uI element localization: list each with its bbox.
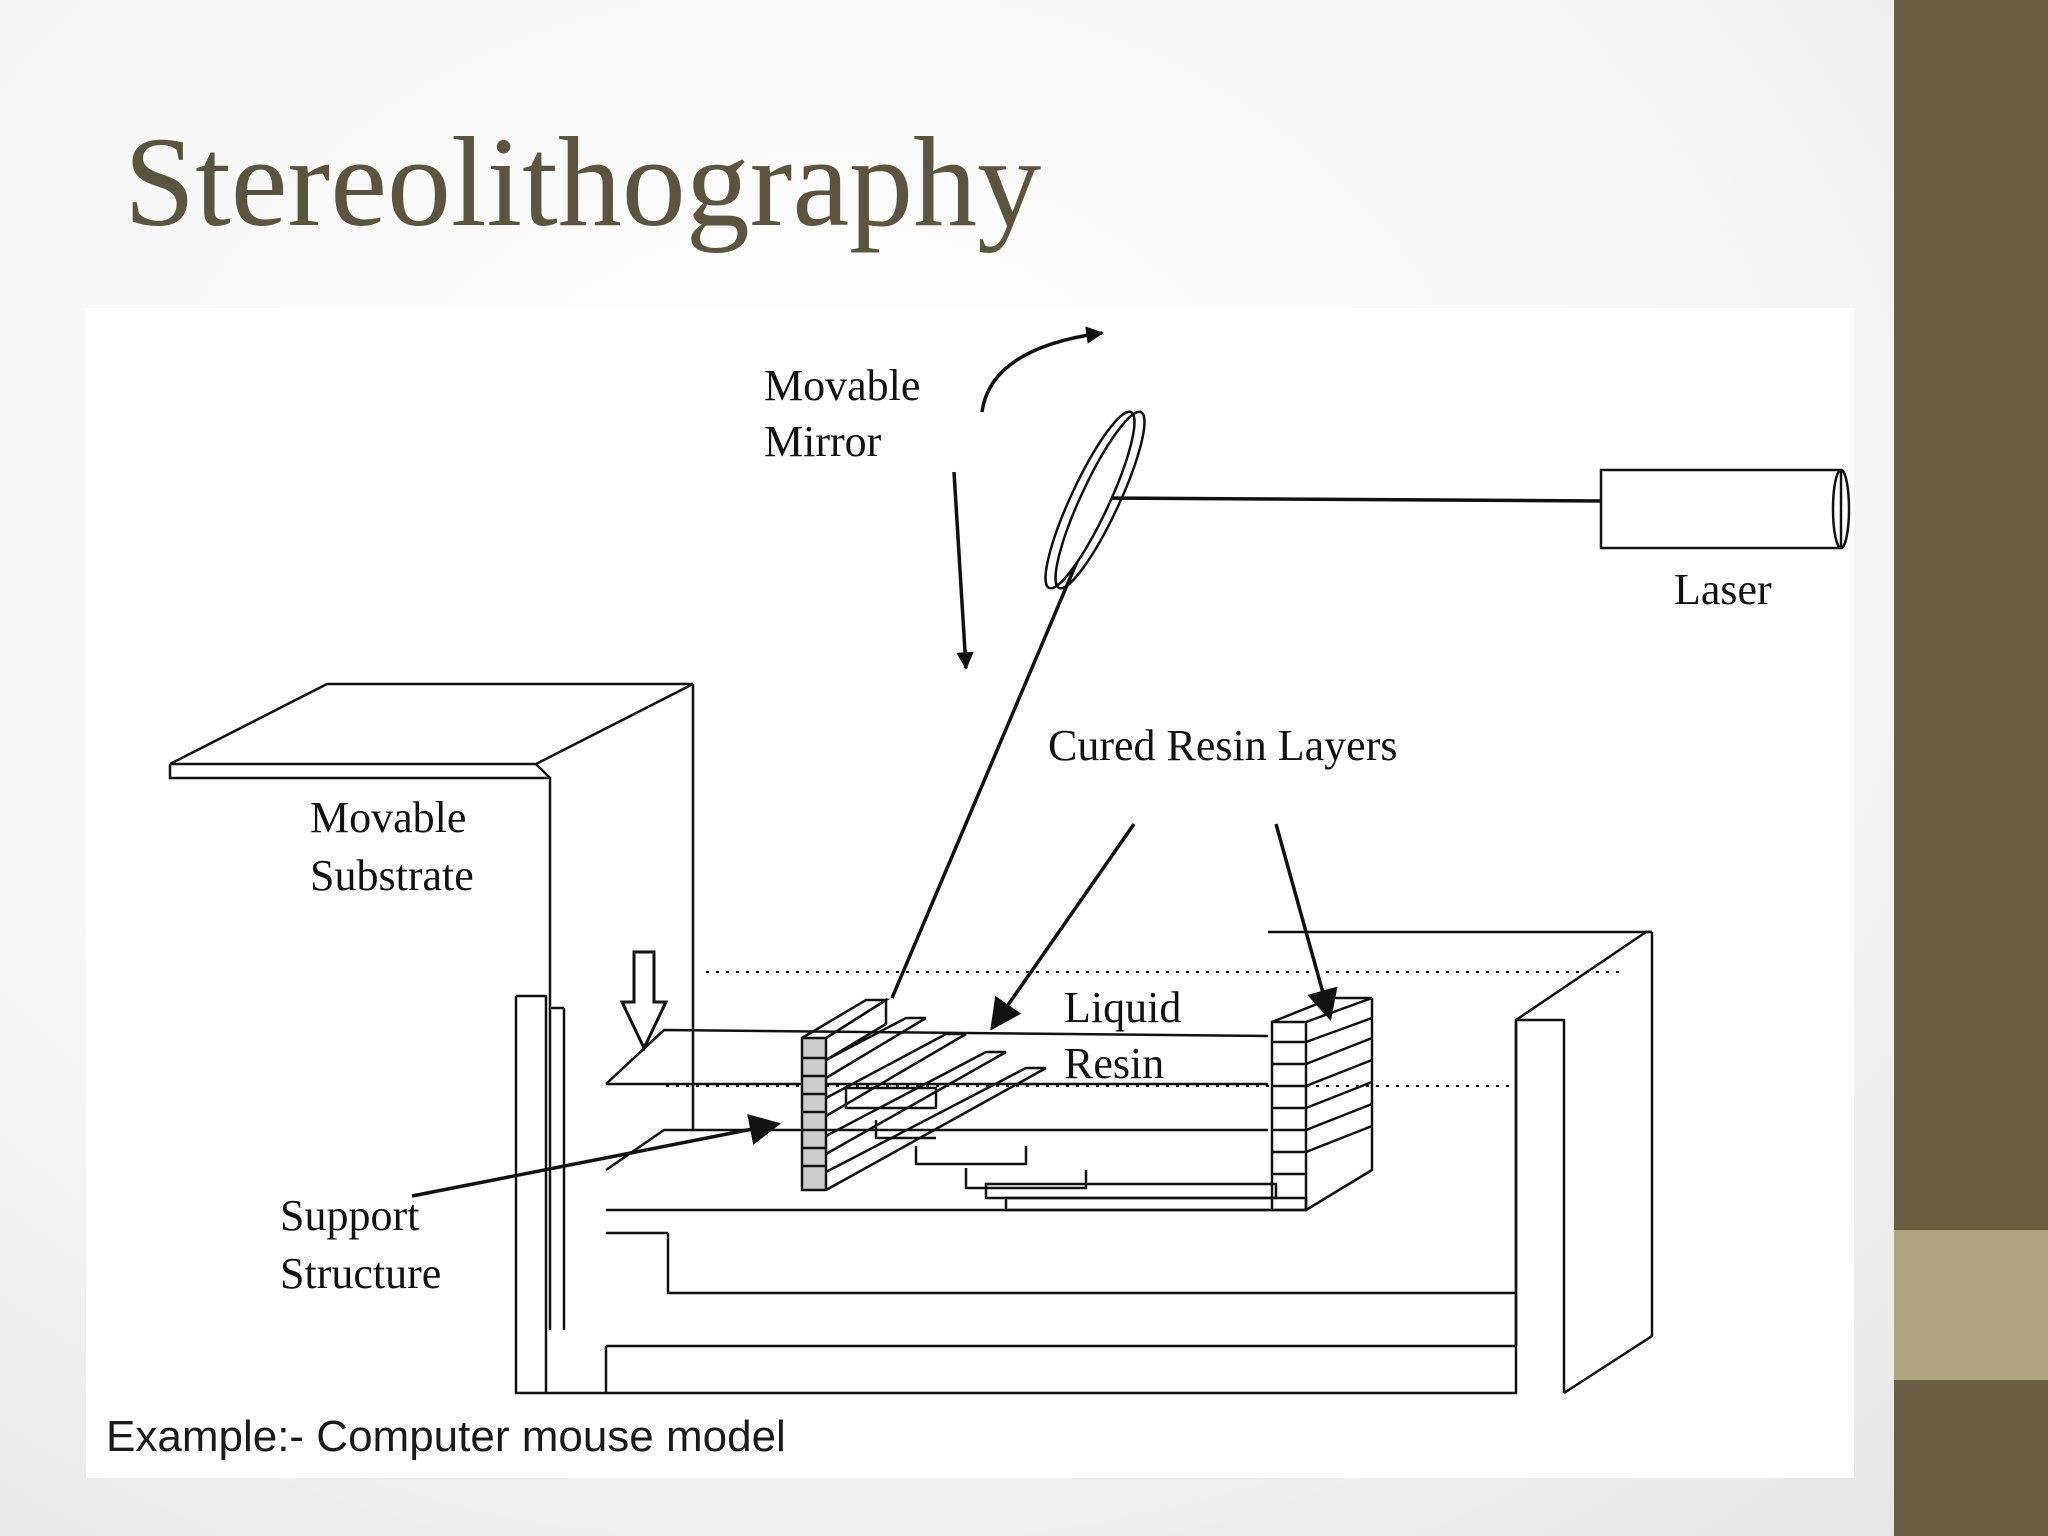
- right-part-layers: [1270, 996, 1374, 1212]
- label-mirror-line2: Mirror: [764, 417, 882, 466]
- slide-title: Stereolithography: [124, 111, 1042, 253]
- label-liquid-line2: Resin: [1064, 1039, 1164, 1088]
- diagram-figure: Movable Mirror Laser Cured Resin Layers …: [86, 308, 1854, 1478]
- label-liquid-line1: Liquid: [1064, 983, 1181, 1032]
- left-part-layers: [800, 997, 1088, 1192]
- cured-arrow-right: [1274, 823, 1338, 1022]
- substrate-platform: [168, 682, 1269, 1330]
- label-mirror-line1: Movable: [764, 361, 920, 410]
- down-arrow-icon: [619, 950, 669, 1052]
- mirror-rotate-arrow: [980, 326, 1104, 413]
- label-cured-resin: Cured Resin Layers: [1048, 721, 1397, 770]
- sidebar-accent-block: [1894, 1230, 2048, 1380]
- laser-device: [1599, 468, 1851, 550]
- label-laser: Laser: [1674, 565, 1772, 614]
- support-arrow: [411, 1114, 782, 1198]
- mirror-icon: [1044, 410, 1146, 590]
- example-caption: Example:- Computer mouse model: [106, 1412, 786, 1461]
- label-support-line1: Support: [280, 1191, 419, 1240]
- label-support-line2: Structure: [280, 1249, 441, 1298]
- label-substrate-line1: Movable: [310, 793, 466, 842]
- label-substrate-line2: Substrate: [310, 851, 474, 900]
- cured-arrow-left: [990, 823, 1136, 1031]
- resin-vat: [514, 930, 1654, 1395]
- mirror-tilt-arrow: [952, 471, 974, 670]
- stereolithography-diagram: Movable Mirror Laser Cured Resin Layers …: [168, 326, 1851, 1395]
